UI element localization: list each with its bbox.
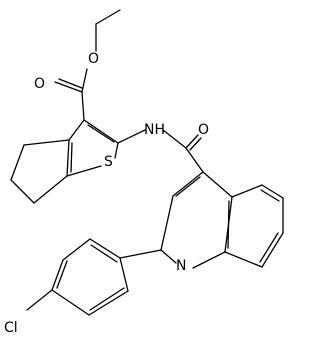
structure-canvas: O O NH O S N Cl (4, 9, 284, 336)
quinoline-benzo-ring (224, 184, 284, 268)
atom-cl: Cl (4, 320, 18, 336)
amide-linkage (117, 129, 204, 173)
molecule-drawing: O O NH O S N Cl (4, 9, 284, 336)
atom-o-ether: O (88, 51, 99, 67)
quinoline-pyridine-ring (160, 171, 233, 269)
atom-nh: NH (144, 122, 165, 138)
thiophene-ring (66, 119, 119, 177)
atom-n: N (176, 258, 186, 274)
atom-s: S (104, 154, 113, 170)
atom-o-amide: O (198, 122, 209, 138)
ethyl-group (95, 9, 121, 52)
atom-o-ester-carbonyl: O (34, 76, 45, 92)
chlorophenyl-ring (26, 238, 162, 316)
ester-group (54, 68, 88, 121)
cyclopentane-ring (10, 139, 70, 204)
